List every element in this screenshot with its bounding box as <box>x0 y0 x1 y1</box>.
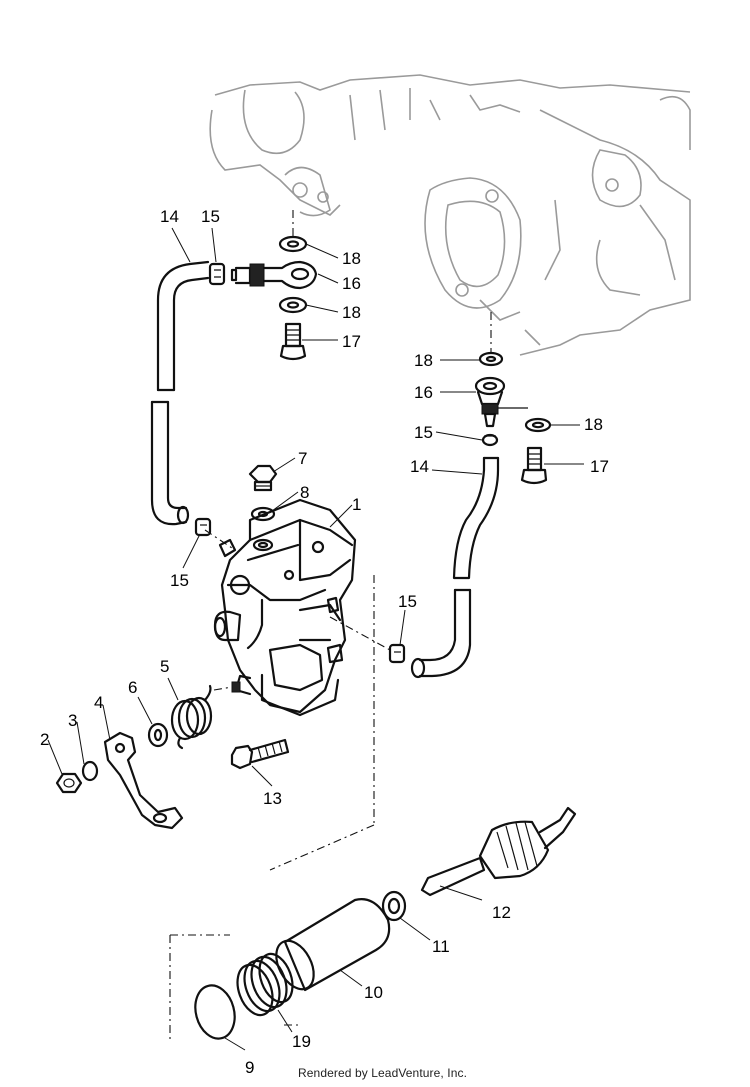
callout-6: 6 <box>128 678 137 697</box>
callout-10: 10 <box>364 983 383 1002</box>
callout-4: 4 <box>94 693 103 712</box>
bolt-17-upper <box>279 322 307 361</box>
callout-12: 12 <box>492 903 511 922</box>
callout-15-left: 15 <box>170 571 189 590</box>
callout-5: 5 <box>160 657 169 676</box>
snap-ring-9 <box>194 984 236 1040</box>
callout-14-right: 14 <box>410 457 429 476</box>
callout-3: 3 <box>68 711 77 730</box>
callout-18-upper-b: 18 <box>342 303 361 322</box>
washer-18-upper-b <box>278 296 308 314</box>
washer-11 <box>381 890 407 922</box>
washer-3 <box>81 760 99 782</box>
callout-19: 19 <box>292 1032 311 1051</box>
washer-18-upper-a <box>278 235 308 253</box>
callout-15-right-upper: 15 <box>414 423 433 442</box>
callout-15-upper: 15 <box>201 207 220 226</box>
lever-4 <box>103 731 184 830</box>
hose-left-lower <box>150 400 190 526</box>
callout-1: 1 <box>352 495 361 514</box>
hose-right-lower <box>410 588 472 679</box>
callout-18-right-a: 18 <box>414 351 433 370</box>
callout-16-upper: 16 <box>342 274 361 293</box>
callout-17-upper: 17 <box>342 332 361 351</box>
hose-right-upper <box>452 456 500 580</box>
clip-15-left <box>194 517 212 537</box>
washer-18-right-a <box>478 351 504 367</box>
engine-block-outline <box>209 74 691 356</box>
bolt-17-right <box>520 446 548 485</box>
clip-15-right-lower <box>388 643 406 664</box>
nut-2 <box>55 772 83 794</box>
callout-18-upper-a: 18 <box>342 249 361 268</box>
sleeve-10 <box>275 898 391 992</box>
callout-2: 2 <box>40 730 49 749</box>
spring-5 <box>170 684 213 750</box>
callout-14-left: 14 <box>160 207 179 226</box>
hose-left-upper <box>156 260 210 392</box>
bolt-7 <box>248 464 278 492</box>
callout-13: 13 <box>263 789 282 808</box>
callout-18-right-b: 18 <box>584 415 603 434</box>
callout-11: 11 <box>432 937 450 956</box>
drive-gear-12 <box>420 806 577 897</box>
clip-15-right-upper <box>481 433 499 447</box>
callout-16-right: 16 <box>414 383 433 402</box>
callout-8: 8 <box>300 483 309 502</box>
render-credit: Rendered by LeadVenture, Inc. <box>298 1066 468 1080</box>
callout-labels: 14 15 18 16 18 17 18 16 18 15 17 14 7 8 … <box>40 207 609 1077</box>
callout-7: 7 <box>298 449 307 468</box>
spring-19 <box>236 952 294 1017</box>
washer-6 <box>147 722 169 748</box>
callout-17-right: 17 <box>590 457 609 476</box>
callout-15-right-lower: 15 <box>398 592 417 611</box>
banjo-fitting-16-right <box>474 376 528 428</box>
banjo-fitting-16-upper <box>230 260 318 290</box>
washer-18-right-b <box>524 417 552 433</box>
clip-15-upper <box>208 262 226 286</box>
oil-pump-body <box>213 498 357 717</box>
callout-9: 9 <box>245 1058 254 1077</box>
bolt-13 <box>230 738 290 770</box>
leader-lines <box>47 227 584 1051</box>
washer-8 <box>250 506 276 522</box>
